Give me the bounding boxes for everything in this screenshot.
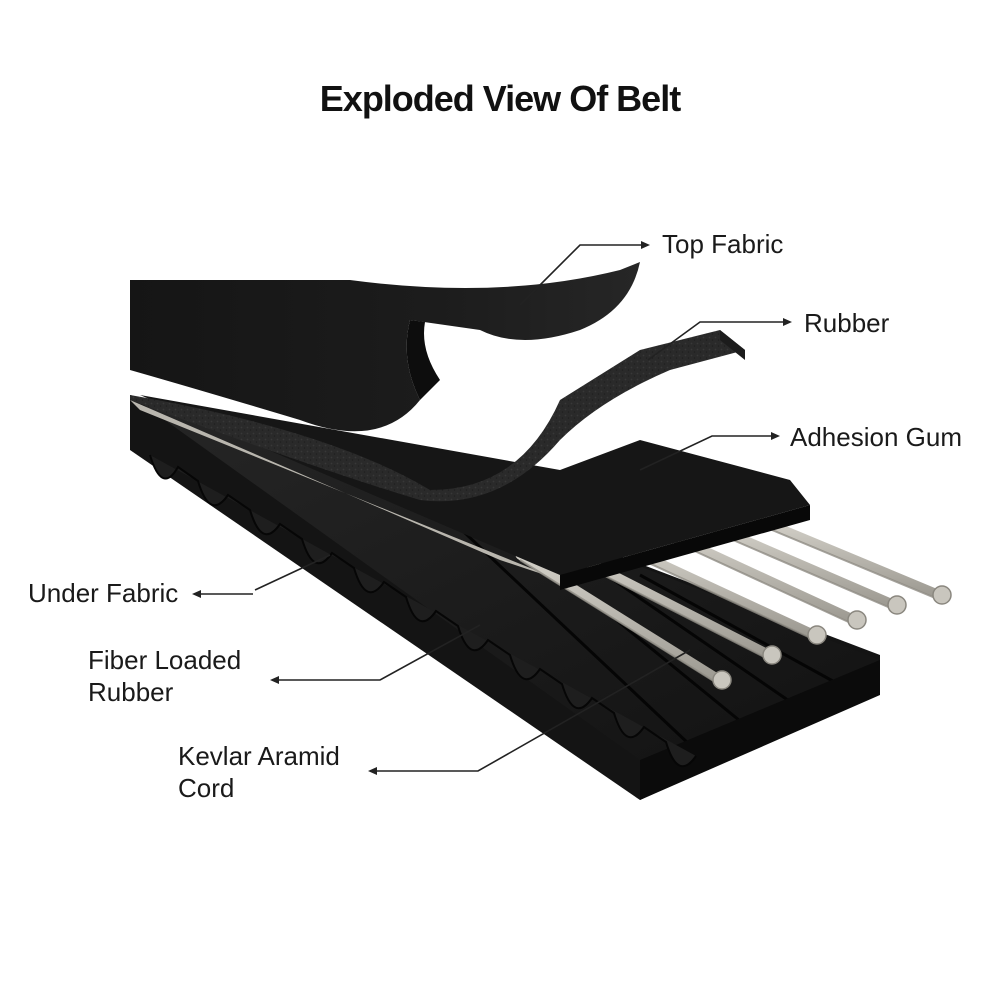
label-kevlar-aramid-cord-line1: Kevlar Aramid — [178, 741, 340, 771]
label-adhesion-gum: Adhesion Gum — [790, 422, 962, 452]
label-top-fabric: Top Fabric — [662, 229, 784, 259]
label-rubber: Rubber — [804, 308, 890, 338]
label-kevlar-aramid-cord: Kevlar Aramid Cord — [178, 740, 340, 804]
label-fiber-loaded-rubber-line2: Rubber — [88, 677, 174, 707]
rubber-layer — [130, 300, 745, 502]
label-kevlar-aramid-cord-line2: Cord — [178, 773, 235, 803]
leader-top-fabric — [519, 244, 648, 306]
top-fabric-layer — [130, 262, 640, 432]
label-under-fabric: Under Fabric — [28, 578, 179, 608]
diagram-title: Exploded View Of Belt — [319, 78, 681, 119]
leader-lines — [194, 244, 790, 772]
label-fiber-loaded-rubber-line1: Fiber Loaded — [88, 645, 242, 675]
label-fiber-loaded-rubber: Fiber Loaded Rubber — [88, 644, 241, 708]
leader-arrowheads — [192, 241, 792, 775]
